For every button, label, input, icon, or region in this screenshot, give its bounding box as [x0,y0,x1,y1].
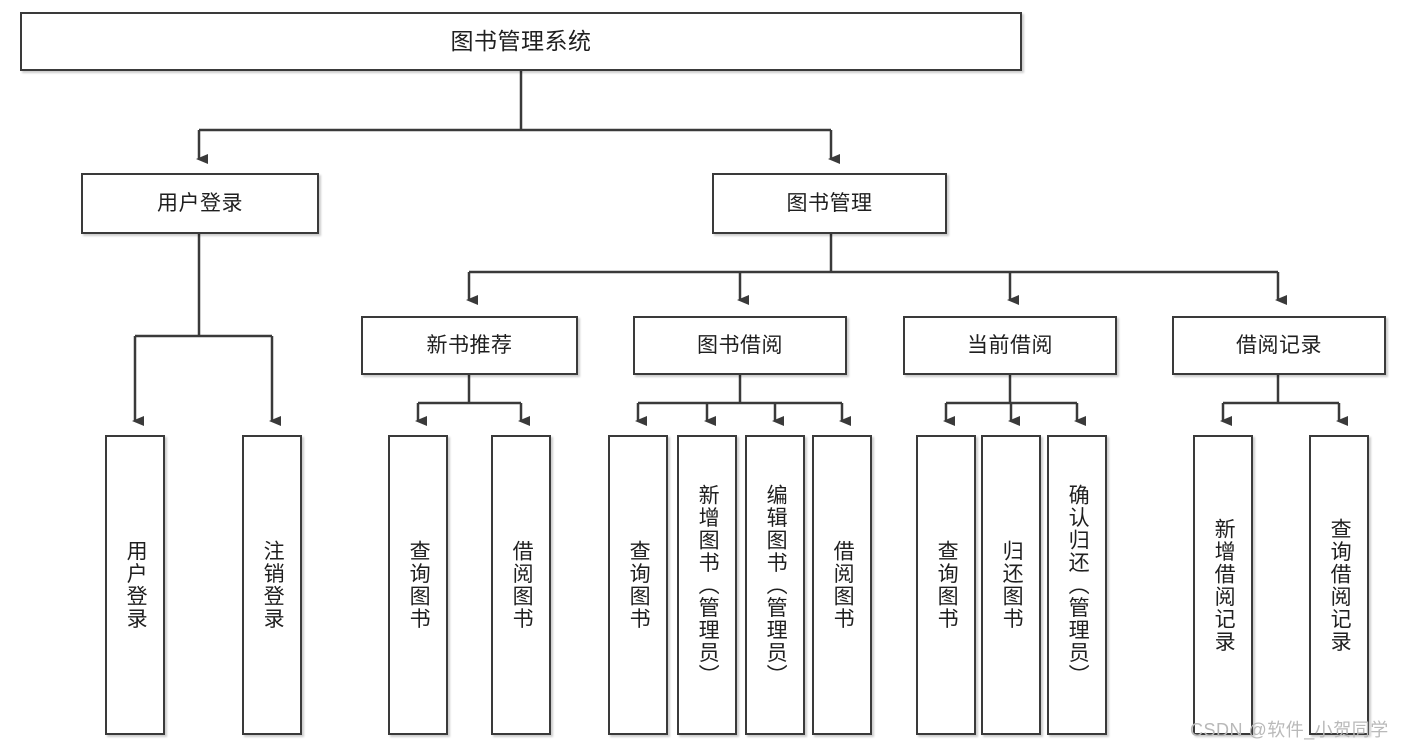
node-new-book-recommend[interactable]: 新书推荐 [361,316,578,375]
leaf-current-borrow-confirm-return[interactable]: 确认归还（管理员） [1047,435,1107,735]
node-borrow-record[interactable]: 借阅记录 [1172,316,1386,375]
node-label: 借阅记录 [1236,333,1322,357]
node-label: 新书推荐 [426,333,513,357]
node-user-login[interactable]: 用户登录 [81,173,319,234]
leaf-book-borrow-query[interactable]: 查询图书 [608,435,668,735]
leaf-current-borrow-return[interactable]: 归还图书 [981,435,1041,735]
leaf-new-book-borrow[interactable]: 借阅图书 [491,435,551,735]
leaf-book-borrow-edit[interactable]: 编辑图书（管理员） [745,435,805,735]
node-label: 查询借阅记录 [1328,517,1352,653]
leaf-borrow-record-query[interactable]: 查询借阅记录 [1309,435,1369,735]
node-label: 图书管理 [786,191,873,215]
node-label: 借阅图书 [510,540,534,630]
node-label: 当前借阅 [967,333,1053,357]
node-label: 归还图书 [1000,540,1024,630]
node-label: 图书借阅 [697,333,783,357]
node-label: 查询图书 [627,540,651,630]
node-label: 借阅图书 [831,540,855,630]
node-label: 用户登录 [124,540,148,630]
node-label: 编辑图书（管理员） [764,483,788,687]
leaf-current-borrow-query[interactable]: 查询图书 [916,435,976,735]
node-label: 用户登录 [157,191,243,215]
node-label: 新增借阅记录 [1212,517,1236,653]
node-label: 图书管理系统 [450,28,592,55]
node-label: 新增图书（管理员） [696,483,720,687]
leaf-user-login-logout[interactable]: 注销登录 [242,435,302,735]
leaf-book-borrow-borrow[interactable]: 借阅图书 [812,435,872,735]
node-book-borrow[interactable]: 图书借阅 [633,316,847,375]
node-label: 注销登录 [261,540,285,630]
node-label: 确认归还（管理员） [1066,483,1090,687]
node-book-management[interactable]: 图书管理 [712,173,947,234]
node-label: 查询图书 [935,540,959,630]
node-label: 查询图书 [407,540,431,630]
watermark: CSDN @软件_小贺同学 [1190,720,1389,740]
node-root-book-management-system[interactable]: 图书管理系统 [20,12,1022,71]
node-current-borrow[interactable]: 当前借阅 [903,316,1117,375]
leaf-new-book-query[interactable]: 查询图书 [388,435,448,735]
leaf-user-login-login[interactable]: 用户登录 [105,435,165,735]
leaf-book-borrow-add[interactable]: 新增图书（管理员） [677,435,737,735]
leaf-borrow-record-add[interactable]: 新增借阅记录 [1193,435,1253,735]
